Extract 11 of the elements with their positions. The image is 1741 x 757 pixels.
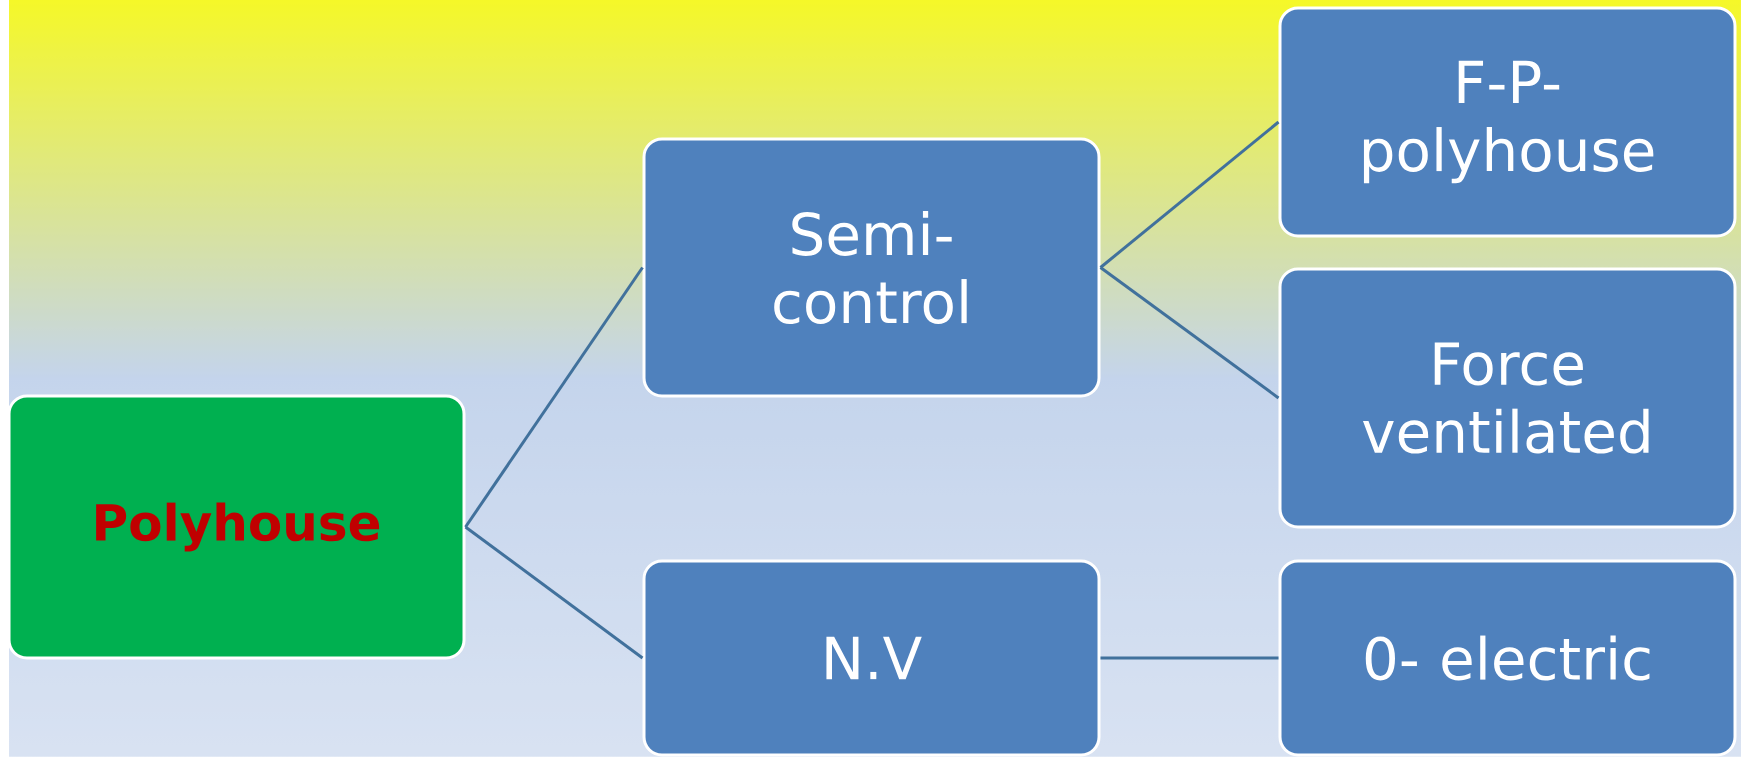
connector-line [1099, 120, 1280, 269]
category-box: 0- electric [1278, 559, 1737, 757]
connector-line [464, 525, 644, 660]
category-box: N.V [642, 559, 1101, 757]
root-box: Polyhouse [7, 394, 466, 660]
connector-line [1099, 266, 1280, 400]
category-box: Force ventilated [1278, 267, 1737, 529]
connector-line [464, 266, 644, 528]
connector-line [1100, 656, 1279, 660]
category-box: F-P-polyhouse [1278, 6, 1737, 238]
category-box: Semi-control [642, 137, 1101, 398]
